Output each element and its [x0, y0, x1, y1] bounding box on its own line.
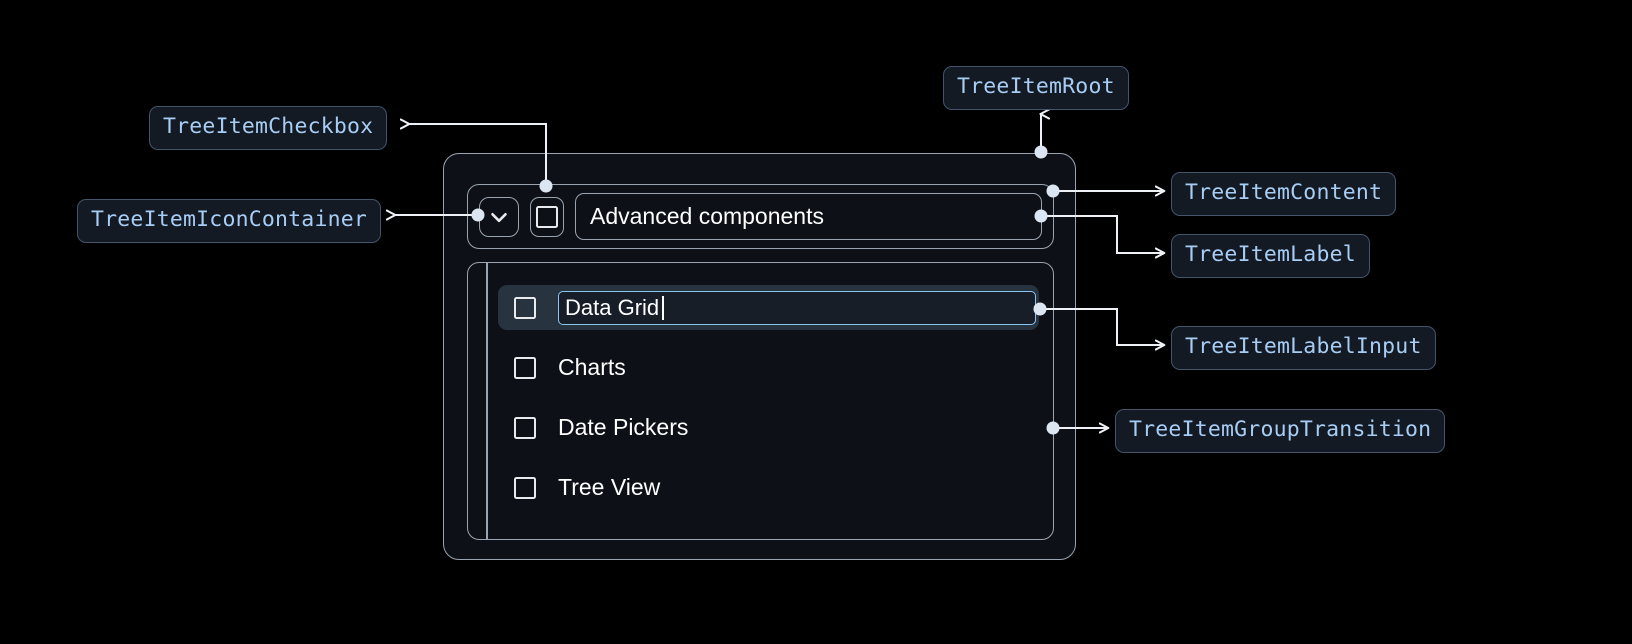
annotation-label: TreeItemRoot [957, 74, 1115, 99]
annotation-label: TreeItemContent [1185, 180, 1383, 205]
chevron-down-icon [486, 204, 512, 230]
annotation-tree-item-label: TreeItemLabel [1171, 234, 1370, 278]
annotation-label: TreeItemLabel [1185, 242, 1356, 267]
tree-item-label-input[interactable]: Data Grid [558, 290, 1036, 325]
annotation-tree-item-root: TreeItemRoot [943, 66, 1129, 110]
tree-item-content[interactable]: Advanced components [467, 184, 1054, 249]
tree-item-date-pickers[interactable]: Date Pickers [498, 405, 1039, 450]
tree-item-checkbox[interactable] [530, 196, 564, 237]
tree-item-root[interactable]: Advanced components Data Grid Charts [443, 153, 1076, 560]
tree-item-tree-view[interactable]: Tree View [498, 465, 1039, 510]
tree-item-checkbox-icon[interactable] [514, 356, 536, 379]
tree-item-label-text: Tree View [558, 474, 661, 500]
tree-item-label-text: Date Pickers [558, 414, 689, 440]
annotation-label: TreeItemCheckbox [163, 114, 374, 139]
annotation-tree-item-group-transition: TreeItemGroupTransition [1115, 409, 1446, 453]
annotation-label: TreeItemLabelInput [1185, 334, 1422, 359]
text-caret [662, 295, 664, 320]
annotation-tree-item-label-input: TreeItemLabelInput [1171, 326, 1436, 370]
tree-item-label[interactable]: Advanced components [575, 193, 1042, 240]
tree-item-label-input-value: Data Grid [565, 294, 660, 320]
tree-item-checkbox-icon[interactable] [514, 416, 536, 439]
tree-item-data-grid[interactable]: Data Grid [498, 285, 1039, 330]
tree-item-label-text: Advanced components [590, 203, 824, 229]
annotation-label: TreeItemIconContainer [91, 207, 368, 232]
annotation-tree-item-content: TreeItemContent [1171, 172, 1397, 216]
tree-item-charts[interactable]: Charts [498, 345, 1039, 390]
tree-item-group-transition: Data Grid Charts Date Pickers Tree View [467, 262, 1054, 540]
annotation-label: TreeItemGroupTransition [1129, 417, 1432, 442]
tree-indent-guide [486, 263, 488, 539]
annotation-tree-item-icon-container: TreeItemIconContainer [77, 199, 382, 243]
checkbox-box-icon [536, 205, 558, 228]
tree-item-checkbox-icon[interactable] [514, 296, 536, 319]
tree-item-checkbox-icon[interactable] [514, 476, 536, 499]
tree-item-icon-container[interactable] [479, 196, 519, 237]
tree-item-label-text: Charts [558, 354, 626, 380]
annotation-tree-item-checkbox: TreeItemCheckbox [149, 106, 388, 150]
